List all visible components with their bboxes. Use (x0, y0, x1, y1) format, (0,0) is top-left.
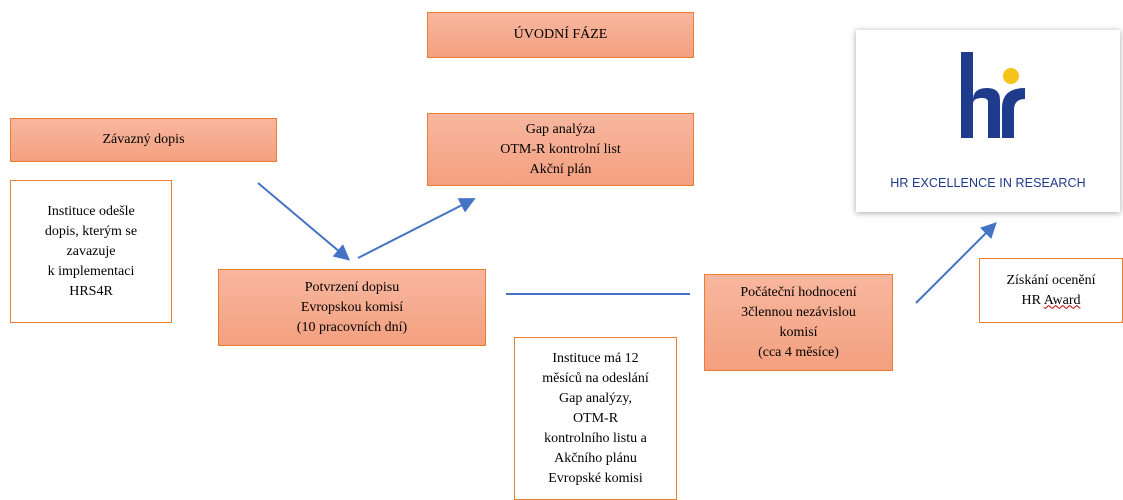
award-line-1: Získání ocenění (1006, 272, 1096, 288)
award-line-2: HR Award (1021, 292, 1081, 308)
commitment-letter-box: Závazný dopis (10, 118, 277, 162)
logo-caption: HR EXCELLENCE IN RESEARCH (890, 176, 1086, 190)
twelve-months-box: Instituce má 12 měsíců na odeslání Gap a… (514, 337, 677, 500)
arrow-assessment-to-award (915, 222, 997, 304)
hr-excellence-logo-card: HR EXCELLENCE IN RESEARCH (856, 30, 1120, 212)
phase-title: ÚVODNÍ FÁZE (427, 12, 694, 58)
gap-analysis-box: Gap analýza OTM-R kontrolní list Akční p… (427, 113, 694, 186)
initial-assessment-box: Počáteční hodnocení 3člennou nezávislou … (704, 274, 893, 371)
confirmation-box: Potvrzení dopisu Evropskou komisí (10 pr… (218, 269, 486, 346)
arrow-confirmation-to-gap (357, 198, 476, 259)
arrow-letter-to-confirmation (257, 182, 351, 261)
award-word: Award (1043, 292, 1081, 308)
award-box: Získání ocenění HR Award (979, 258, 1123, 323)
hr-excellence-logo-icon (961, 52, 1025, 138)
institution-sends-letter-box: Instituce odešle dopis, kterým se zavazu… (10, 180, 172, 323)
